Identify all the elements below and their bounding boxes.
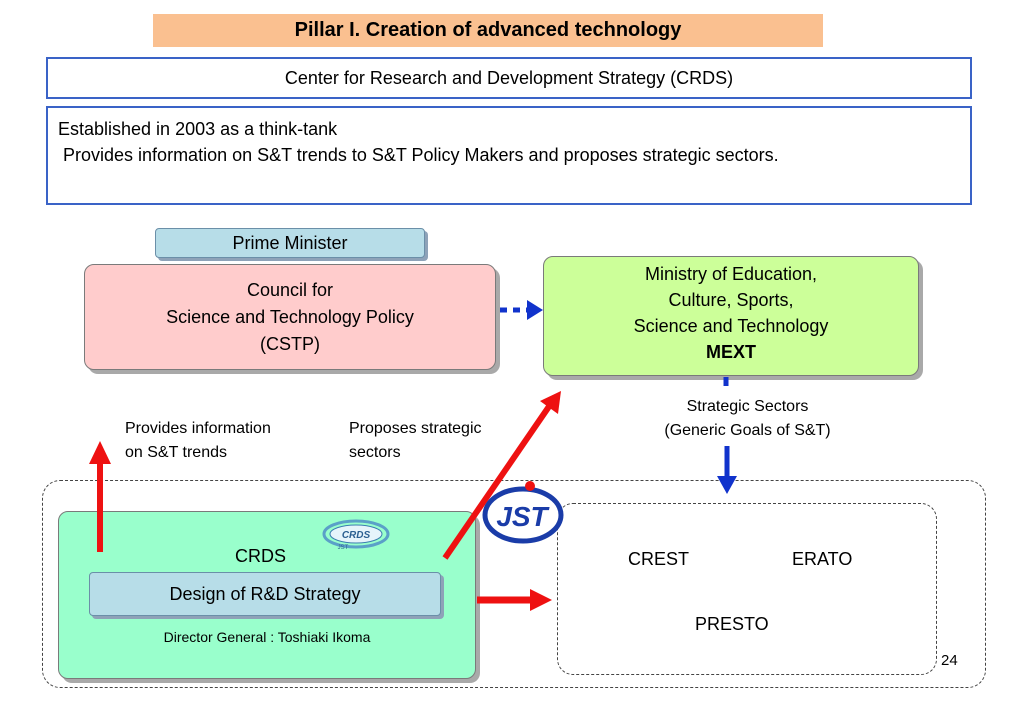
provides-line-1: Provides information — [125, 420, 271, 437]
mext-line-1: Ministry of Education, — [644, 264, 818, 284]
description-box: Established in 2003 as a think-tank Prov… — [46, 106, 972, 205]
page-title: Pillar I. Creation of advanced technolog… — [153, 14, 823, 47]
mext-box: Ministry of Education, Culture, Sports, … — [543, 256, 919, 376]
strategic-sectors-note: Strategic Sectors (Generic Goals of S&T) — [620, 395, 875, 443]
program-presto: PRESTO — [695, 614, 769, 634]
program-crest: CREST — [628, 549, 690, 569]
page-number: 24 — [941, 652, 958, 669]
mext-line-4: MEXT — [705, 342, 756, 362]
design-rd-strategy-box: Design of R&D Strategy — [89, 572, 441, 616]
program-erato: ERATO — [792, 549, 853, 569]
prime-minister-box: Prime Minister — [155, 228, 425, 258]
mext-line-2: Culture, Sports, — [668, 290, 794, 310]
description-line-2: Provides information on S&T trends to S&… — [58, 145, 779, 165]
proposes-line-2: sectors — [349, 444, 401, 461]
blue-dotted-arrow-icon — [500, 300, 543, 320]
description-line-1: Established in 2003 as a think-tank — [58, 119, 338, 139]
proposes-note: Proposes strategic sectors — [349, 417, 482, 465]
strategic-line-1: Strategic Sectors — [686, 398, 809, 415]
crds-label: CRDS — [235, 546, 287, 566]
cstp-line-3: (CSTP) — [260, 334, 320, 354]
crds-center-heading: Center for Research and Development Stra… — [46, 57, 972, 99]
strategic-line-2: (Generic Goals of S&T) — [664, 422, 831, 439]
director-general: Director General : Toshiaki Ikoma — [163, 629, 371, 645]
programs-frame — [557, 503, 937, 675]
mext-line-3: Science and Technology — [633, 316, 829, 336]
cstp-line-2: Science and Technology Policy — [166, 307, 414, 327]
proposes-line-1: Proposes strategic — [349, 420, 482, 437]
provides-line-2: on S&T trends — [125, 444, 227, 461]
cstp-box: Council for Science and Technology Polic… — [84, 264, 496, 370]
provides-info-note: Provides information on S&T trends — [125, 417, 271, 465]
cstp-line-1: Council for — [246, 280, 334, 300]
